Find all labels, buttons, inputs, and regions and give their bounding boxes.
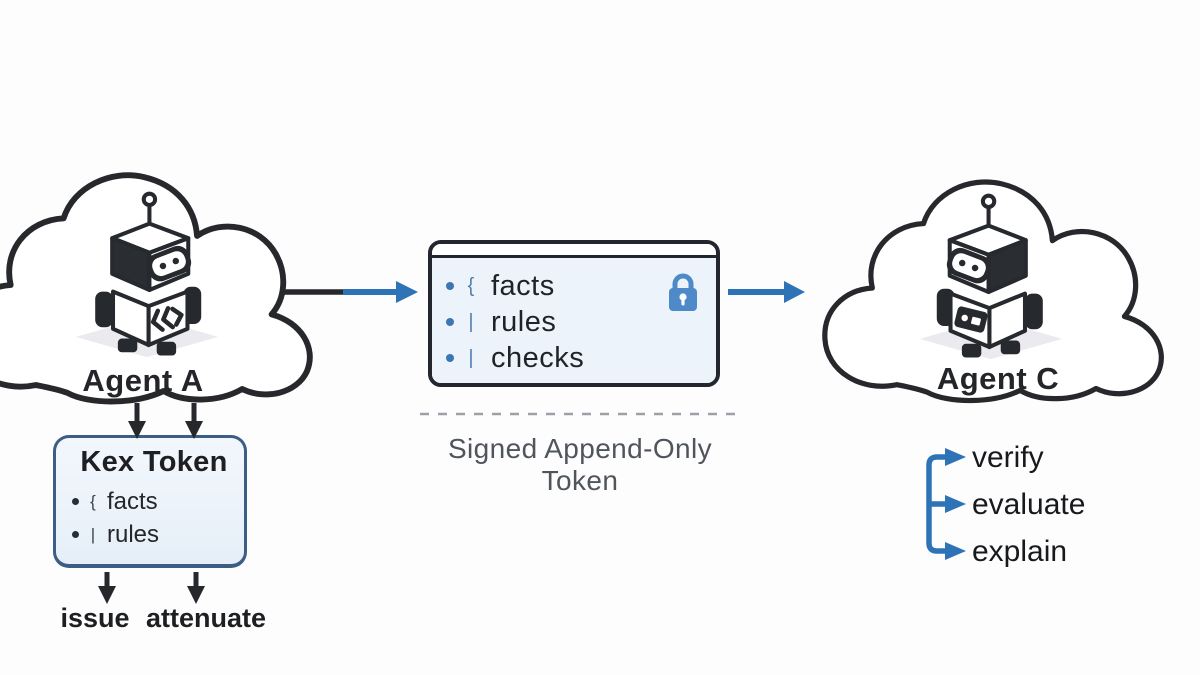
robot-visor bbox=[146, 245, 192, 282]
signed-token-box: { facts | rules | checks bbox=[428, 240, 720, 387]
robot-visor bbox=[946, 247, 992, 284]
brace-glyph: { bbox=[90, 491, 96, 511]
token-box-header bbox=[432, 244, 716, 258]
bar-glyph: | bbox=[90, 524, 96, 544]
lock-icon bbox=[669, 273, 697, 311]
explain-label: explain bbox=[972, 535, 1068, 568]
bullet-icon bbox=[72, 498, 79, 505]
arrow-kex-to-issue bbox=[98, 572, 116, 604]
bullet-icon bbox=[446, 354, 454, 362]
code-chevrons-icon bbox=[150, 306, 184, 332]
bullet-icon bbox=[446, 318, 454, 326]
agent-a-label: Agent A bbox=[82, 363, 204, 398]
attenuate-label: attenuate bbox=[145, 603, 267, 633]
verify-label: verify bbox=[972, 441, 1044, 474]
bullet-icon bbox=[446, 282, 454, 290]
cassette-icon bbox=[954, 306, 988, 333]
bullet-icon bbox=[72, 531, 79, 538]
issue-label: issue bbox=[60, 603, 130, 633]
robot-a-icon bbox=[75, 191, 219, 358]
bar-glyph: | bbox=[468, 310, 474, 333]
arrow-kex-to-attenuate bbox=[187, 572, 205, 604]
token-caption: Signed Append-Only Token bbox=[447, 433, 713, 496]
kex-item-rules: | rules bbox=[72, 518, 244, 551]
kex-token-title: Kex Token bbox=[80, 446, 228, 478]
token-item-checks: | checks bbox=[446, 340, 716, 376]
fork-bracket bbox=[926, 454, 947, 554]
token-item-facts: { facts bbox=[446, 268, 716, 304]
agent-c-label: Agent C bbox=[936, 361, 1060, 396]
fork-arrowhead-verify bbox=[945, 448, 966, 466]
evaluate-label: evaluate bbox=[972, 488, 1086, 521]
kex-token-box: Kex Token { facts | rules bbox=[53, 435, 247, 568]
fork-arrowhead-evaluate bbox=[945, 495, 966, 513]
bar-glyph: | bbox=[468, 346, 474, 369]
robot-c-icon bbox=[919, 193, 1063, 360]
brace-glyph: { bbox=[467, 274, 475, 297]
fork-arrowhead-explain bbox=[945, 542, 966, 560]
token-item-rules: | rules bbox=[446, 304, 716, 340]
kex-item-facts: { facts bbox=[72, 485, 244, 518]
arrow-token-to-agent-c bbox=[728, 281, 805, 303]
